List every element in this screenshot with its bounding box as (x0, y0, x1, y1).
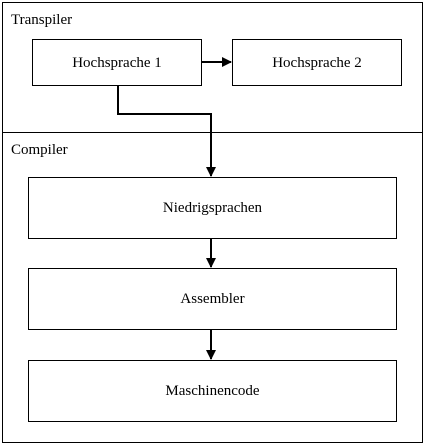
node-maschinencode: Maschinencode (28, 360, 397, 422)
node-hochsprache-2: Hochsprache 2 (232, 39, 402, 86)
node-assembler: Assembler (28, 268, 397, 330)
compiler-section: Compiler (2, 132, 423, 443)
node-niedrigsprachen: Niedrigsprachen (28, 177, 397, 239)
compiler-label: Compiler (11, 142, 68, 158)
transpiler-label: Transpiler (11, 12, 73, 28)
node-hochsprache-1: Hochsprache 1 (32, 39, 202, 86)
